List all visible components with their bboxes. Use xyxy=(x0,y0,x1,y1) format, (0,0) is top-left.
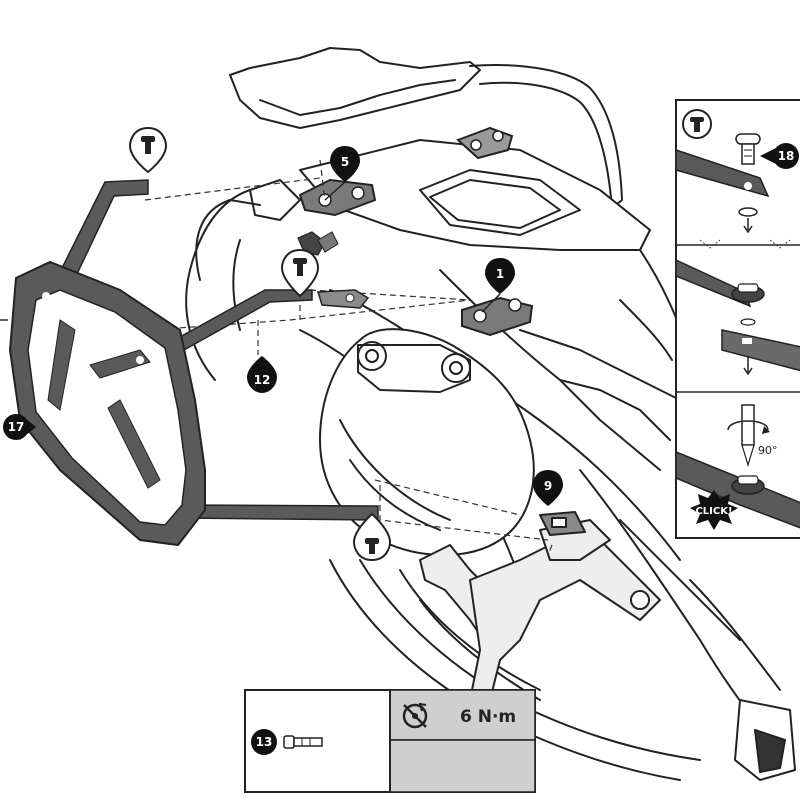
callout-18-label: 18 xyxy=(778,149,795,163)
rack-mount-point-top xyxy=(456,126,514,160)
callout-9: 9 xyxy=(533,470,563,506)
pin-rotate-icon xyxy=(727,404,770,468)
inset-panel: 18 90° xyxy=(675,99,800,539)
click-label: CLICK! xyxy=(695,506,732,517)
callout-17-label: 17 xyxy=(8,420,25,434)
screw-icon xyxy=(141,136,155,154)
callout-9-label: 9 xyxy=(544,479,552,493)
assembly-guide-lines xyxy=(144,159,553,556)
callout-1: 1 xyxy=(481,258,515,313)
parts-torque-box: 13 6 N·m xyxy=(244,689,536,793)
screw-pin-mid xyxy=(280,248,320,298)
inset-step-1: 18 xyxy=(675,133,799,234)
torque-value: 6 N·m xyxy=(460,707,516,727)
screw-pin-top-left xyxy=(128,126,168,174)
callout-13-label: 13 xyxy=(256,735,273,749)
callout-17: 17 xyxy=(3,414,36,440)
screw-icon xyxy=(293,258,307,276)
inset-step-3: 90° CLICK! xyxy=(675,404,800,530)
callout-5: 5 xyxy=(324,146,360,201)
upper-bracket-arm xyxy=(317,289,370,309)
torque-wrench-icon xyxy=(402,702,428,729)
callout-5-label: 5 xyxy=(341,155,349,169)
screw-icon xyxy=(690,117,704,132)
rotation-angle-label: 90° xyxy=(758,444,778,457)
rack-mount-point-front xyxy=(298,178,377,217)
quick-release-pin-icon xyxy=(735,133,761,165)
linkage-part xyxy=(297,231,339,256)
screw-pin-lower xyxy=(352,512,392,562)
callout-12: 12 xyxy=(247,356,277,393)
side-case-carrier-frame xyxy=(0,179,379,547)
click-burst-icon: CLICK! xyxy=(690,490,738,530)
callout-13: 13 xyxy=(251,729,277,755)
bolt-icon xyxy=(283,735,323,749)
motorcycle-outline xyxy=(185,47,796,781)
rack-mount-point-rear xyxy=(461,296,534,337)
callout-1-label: 1 xyxy=(496,267,504,281)
callout-12-label: 12 xyxy=(254,373,271,387)
inset-step-2 xyxy=(675,258,800,376)
screw-icon xyxy=(365,538,379,554)
